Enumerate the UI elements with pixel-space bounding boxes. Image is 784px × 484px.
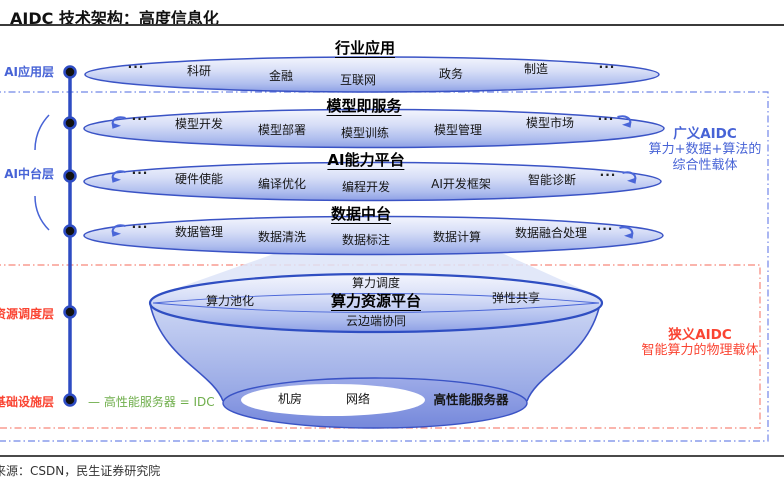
footer-divider bbox=[0, 455, 784, 457]
source-note: 来源：CSDN，民生证券研究院 bbox=[0, 464, 161, 478]
rail-label-ai-middle: AI中台层 bbox=[4, 167, 54, 181]
broad-aidc-annotation: 广义AIDC 算力+数据+算法的 综合性载体 bbox=[649, 126, 762, 174]
data-layer-ellipse bbox=[83, 215, 664, 256]
layer-item: 编程开发 bbox=[341, 180, 391, 194]
layer-item: ··· bbox=[131, 220, 149, 234]
broad-aidc-line2: 综合性载体 bbox=[672, 158, 738, 173]
group-brace-lower bbox=[34, 195, 50, 231]
layer-item: ··· bbox=[599, 168, 617, 182]
rail-nodes bbox=[63, 65, 77, 407]
layer-item: ··· bbox=[596, 222, 614, 236]
page-title: AIDC 技术架构：高度信息化 bbox=[10, 9, 219, 28]
layer-item: 科研 bbox=[186, 64, 212, 78]
idc-white-ellipse bbox=[241, 384, 425, 416]
layer-item: 数据管理 bbox=[174, 225, 224, 239]
narrow-aidc-line1: 智能算力的物理载体 bbox=[641, 343, 759, 358]
layer-item: 模型开发 bbox=[174, 117, 224, 131]
layer-title-maas: 模型即服务 bbox=[326, 97, 402, 116]
layer-item: 模型市场 bbox=[525, 116, 575, 130]
layer-item: ··· bbox=[127, 60, 145, 74]
rail-label-infrastructure: 基础设施层 bbox=[0, 395, 54, 409]
platform-upper-chord bbox=[152, 293, 600, 304]
layer-item: 金融 bbox=[268, 69, 294, 83]
group-brace-upper bbox=[34, 114, 50, 151]
header-divider bbox=[0, 24, 784, 26]
broad-aidc-title: 广义AIDC bbox=[673, 126, 737, 142]
base-item-room: 机房 bbox=[277, 392, 303, 406]
layer-item: 制造 bbox=[523, 62, 549, 76]
layer-item: ··· bbox=[598, 60, 616, 74]
layer-item: ··· bbox=[131, 166, 149, 180]
rail-node-icon bbox=[63, 65, 77, 79]
cycle-arrow-icon bbox=[111, 170, 126, 183]
rail-label-ai-application: AI应用层 bbox=[4, 65, 54, 79]
maas-layer-ellipse bbox=[83, 108, 665, 149]
platform-item-scheduling: 算力调度 bbox=[351, 276, 401, 290]
cycle-arrow-icon bbox=[622, 171, 637, 184]
layer-item: 数据融合处理 bbox=[514, 226, 588, 240]
platform-item-sharing: 弹性共享 bbox=[491, 291, 541, 305]
rail-node-icon bbox=[63, 169, 77, 183]
cycle-arrow-icon bbox=[619, 226, 634, 239]
layer-item: 编译优化 bbox=[257, 177, 307, 191]
layer-item: 模型部署 bbox=[257, 123, 307, 137]
layer-item: 互联网 bbox=[339, 73, 377, 87]
base-item-network: 网络 bbox=[345, 392, 371, 406]
layer-title-data: 数据中台 bbox=[330, 205, 392, 224]
platform-lower-chord bbox=[152, 302, 600, 313]
base-item-server: 高性能服务器 bbox=[433, 392, 509, 407]
layer-item: 数据标注 bbox=[341, 233, 391, 247]
layer-item: 硬件使能 bbox=[174, 172, 224, 186]
rail-node-icon bbox=[63, 224, 77, 238]
narrow-aidc-annotation: 狭义AIDC 智能算力的物理载体 bbox=[641, 327, 758, 359]
platform-item-cloud-edge: 云边端协同 bbox=[345, 314, 407, 328]
layer-item: 模型管理 bbox=[433, 123, 483, 137]
layer-title-industry: 行业应用 bbox=[334, 39, 396, 58]
platform-title: 算力资源平台 bbox=[330, 292, 422, 311]
rail-label-scheduling: 资源调度层 bbox=[0, 307, 54, 321]
funnel-left-edge bbox=[149, 303, 224, 402]
funnel-right-edge bbox=[526, 303, 601, 402]
idc-legend: — 高性能服务器 = IDC bbox=[88, 395, 215, 409]
broad-aidc-line1: 算力+数据+算法的 bbox=[648, 142, 762, 157]
rail-node-icon bbox=[63, 393, 77, 407]
ai-platform-layer-ellipse bbox=[83, 161, 662, 202]
narrow-aidc-title: 狭义AIDC bbox=[668, 327, 732, 343]
layer-item: AI开发框架 bbox=[431, 177, 491, 191]
layer-item: 智能诊断 bbox=[527, 173, 577, 187]
cycle-arrow-icon bbox=[617, 115, 632, 128]
compute-platform-ellipse bbox=[148, 272, 604, 334]
layer-item: ··· bbox=[597, 112, 615, 126]
platform-item-pooling: 算力池化 bbox=[205, 294, 255, 308]
layer-item: 数据清洗 bbox=[257, 230, 307, 244]
layer-item: 模型训练 bbox=[340, 126, 390, 140]
rail-node-icon bbox=[63, 116, 77, 130]
layer-item: 政务 bbox=[438, 67, 464, 81]
layer-item: ··· bbox=[131, 112, 149, 126]
rail-node-icon bbox=[63, 305, 77, 319]
layer-item: 数据计算 bbox=[432, 230, 482, 244]
layer-title-ai-platform: AI能力平台 bbox=[327, 151, 405, 170]
cycle-arrow-icon bbox=[111, 116, 126, 129]
cycle-arrow-icon bbox=[111, 224, 126, 237]
